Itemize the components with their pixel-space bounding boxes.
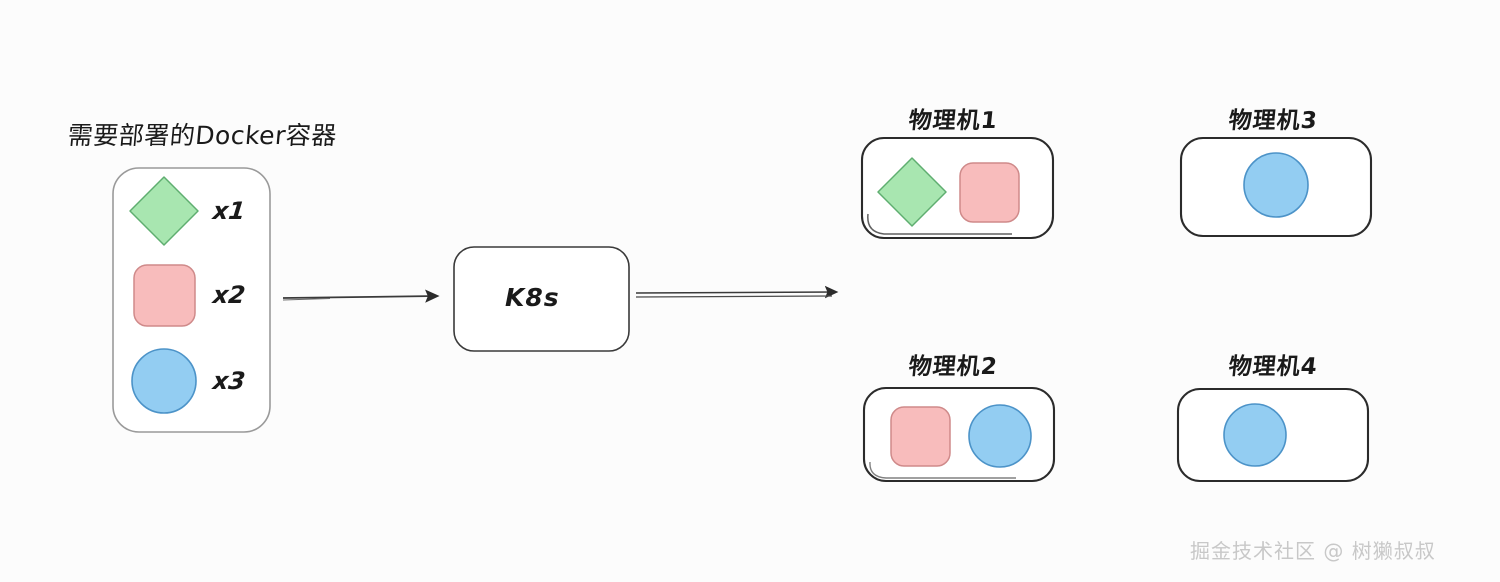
machine-1-shape-diamond: [877, 157, 947, 227]
source-item-count-x2: x2: [211, 281, 247, 309]
source-shape-circle: [131, 348, 197, 414]
k8s-box: [453, 246, 630, 352]
source-container-title: 需要部署的Docker容器: [66, 121, 339, 150]
arrow-k8s-to-machines: [635, 285, 839, 299]
machine-2-shape-rounded-square: [890, 406, 951, 467]
machine-title-1: 物理机1: [907, 108, 1000, 134]
machine-title-3: 物理机3: [1227, 108, 1320, 134]
source-shape-rounded-square: [133, 264, 196, 327]
machine-3-shape-circle: [1243, 152, 1309, 218]
machine-2-shape-circle: [968, 404, 1032, 468]
source-shape-diamond: [129, 176, 199, 246]
k8s-label: K8s: [505, 283, 560, 312]
machine-title-4: 物理机4: [1227, 354, 1320, 380]
machine-title-2: 物理机2: [907, 354, 1000, 380]
arrow-source-to-k8s: [282, 289, 440, 303]
source-item-count-x1: x1: [211, 197, 247, 225]
machine-4-shape-circle: [1223, 403, 1287, 467]
watermark: 掘金技术社区 @ 树獭叔叔: [1190, 539, 1436, 563]
source-item-count-x3: x3: [211, 367, 247, 395]
machine-1-shape-rounded-square: [959, 162, 1020, 223]
